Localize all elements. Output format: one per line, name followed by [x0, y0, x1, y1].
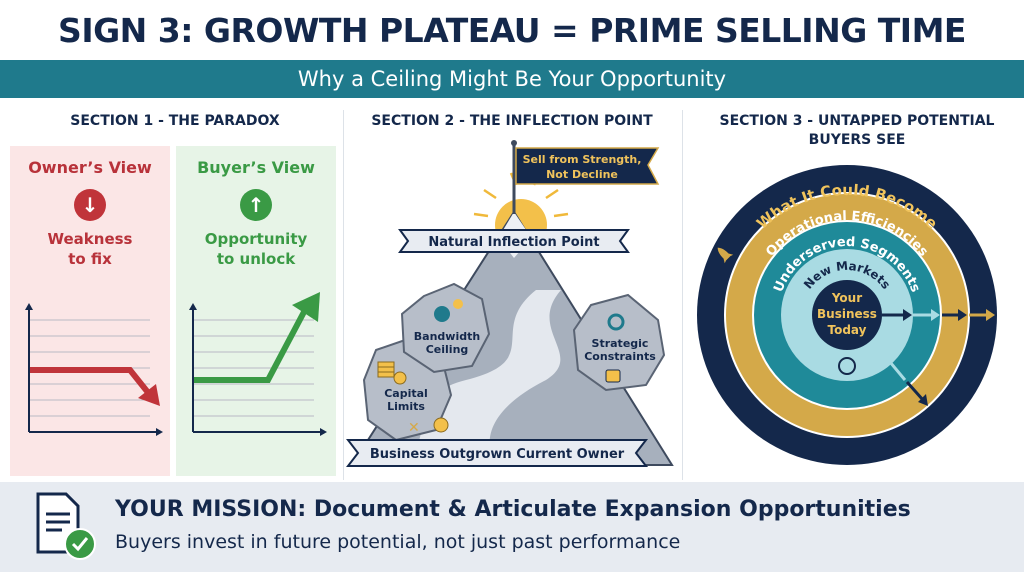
page-subtitle: Why a Ceiling Might Be Your Opportunity	[0, 60, 1024, 98]
center-text-2: Business	[817, 307, 877, 321]
arrow-down-circle-icon: ↓	[74, 189, 106, 221]
page-title: SIGN 3: GROWTH PLATEAU = PRIME SELLING T…	[58, 11, 966, 50]
owner-view-title: Owner’s View	[28, 158, 152, 177]
section3-heading: SECTION 3 - UNTAPPED POTENTIAL BUYERS SE…	[690, 112, 1024, 150]
bandwidth-rock	[400, 282, 491, 374]
mission-title: YOUR MISSION: Document & Articulate Expa…	[115, 497, 911, 522]
clock-icon	[453, 299, 463, 309]
peak-banner	[398, 229, 630, 253]
rocket-icon	[717, 247, 734, 264]
section3-heading-line1: SECTION 3 - UNTAPPED POTENTIAL	[719, 113, 995, 129]
mission-banner	[0, 482, 1024, 572]
buyer-view-title: Buyer’s View	[197, 158, 315, 177]
base-banner-text: Business Outgrown Current Owner	[370, 447, 625, 462]
owner-label-1: Weakness	[47, 230, 133, 248]
section2-heading: SECTION 2 - THE INFLECTION POINT	[371, 113, 653, 129]
section-divider	[343, 110, 344, 480]
expansion-arrows	[868, 309, 995, 406]
flag-text-1: Sell from Strength,	[523, 153, 642, 166]
owner-chart-axes	[28, 306, 158, 433]
mission-subtitle: Buyers invest in future potential, not j…	[115, 531, 681, 553]
person-icon	[434, 306, 450, 322]
section-divider	[682, 110, 683, 480]
owner-decline-arrowhead	[138, 384, 160, 406]
buyer-label-1: Opportunity	[204, 230, 308, 248]
x-mark-icon: ✕	[408, 420, 420, 436]
coins-icon	[377, 361, 407, 385]
buyer-label-2: to unlock	[216, 250, 296, 268]
capital-rock-label-1: Capital	[384, 387, 428, 400]
bandwidth-rock-label-2: Ceiling	[426, 343, 469, 356]
money-bag-icon	[433, 417, 449, 433]
owner-label-2: to fix	[68, 250, 112, 268]
paradox-charts	[25, 292, 327, 436]
strategic-rock	[572, 293, 666, 392]
strategic-rock-label-2: Constraints	[584, 350, 656, 363]
buyer-growth-arrowhead	[292, 292, 320, 322]
globe-icon	[838, 357, 856, 375]
section1-heading: SECTION 1 - THE PARADOX	[70, 113, 280, 129]
flag	[515, 147, 660, 185]
owner-view-panel: Owner’s View ↓ Weakness to fix	[10, 146, 170, 476]
arrow-up-circle-icon: ↑	[240, 189, 272, 221]
document-check-icon	[36, 492, 96, 560]
peak-banner-text: Natural Inflection Point	[428, 235, 599, 250]
center-text-3: Today	[828, 323, 867, 337]
center-text-1: Your	[831, 291, 862, 305]
section3-heading-line2: BUYERS SEE	[808, 132, 906, 148]
potential-rings-diagram: What It Could Become Operational Efficie…	[697, 165, 997, 465]
lock-icon	[605, 369, 621, 383]
buyer-gridlines	[194, 319, 314, 417]
bandwidth-rock-label-1: Bandwidth	[414, 330, 480, 343]
inflection-mountain-illustration: Sell from Strength, Not Decline Natural …	[346, 140, 674, 467]
flag-text-2: Not Decline	[546, 168, 618, 181]
buyer-growth-line	[194, 308, 308, 383]
bandwidth-rock-group: Bandwidth Ceiling	[400, 282, 491, 374]
capital-rock-label-2: Limits	[387, 400, 425, 413]
owner-decline-line	[30, 367, 153, 397]
center-your-business	[812, 280, 882, 350]
strategic-rock-label-1: Strategic	[592, 337, 649, 350]
base-banner	[346, 439, 649, 467]
buyer-chart-axes	[192, 306, 322, 433]
gear-icon	[607, 313, 625, 331]
